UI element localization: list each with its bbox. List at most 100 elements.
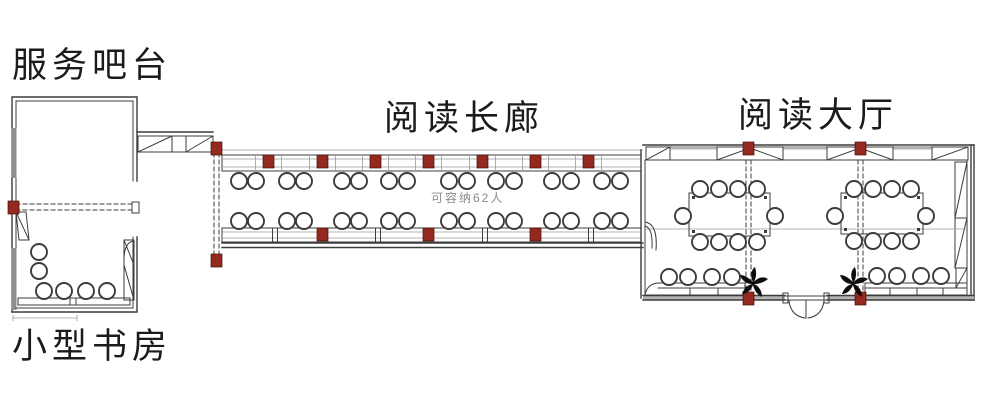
seat-corridor-top-row	[505, 172, 523, 190]
seat-hall-left-table-chairs	[710, 233, 728, 251]
seat-hall-right-bench-seats	[912, 267, 930, 285]
reading-table	[840, 192, 924, 235]
red-marker-hall-bottom-wall	[742, 291, 755, 306]
plants	[740, 267, 868, 297]
seat-hall-right-bench-seats	[888, 267, 906, 285]
seat-corridor-top-row	[458, 172, 476, 190]
red-marker-study-rod-end	[7, 200, 20, 215]
red-marker-corridor-left-column	[210, 141, 223, 156]
red-marker-corridor-top-counter	[529, 154, 542, 169]
seat-corridor-top-row	[398, 172, 416, 190]
red-marker-corridor-top-counter	[422, 154, 435, 169]
seat-corridor-bottom-row	[333, 212, 351, 230]
seat-study-side-seats	[30, 243, 48, 261]
seat-corridor-bottom-row	[295, 212, 313, 230]
seat-hall-right-table-chairs	[845, 232, 863, 250]
label-reading-corridor: 阅读长廊	[384, 99, 545, 138]
seat-corridor-top-row	[295, 172, 313, 190]
label-reading-hall: 阅读大厅	[738, 96, 899, 135]
table-corner-dot	[844, 228, 847, 231]
seat-corridor-top-row	[247, 172, 265, 190]
seat-study-side-seats	[30, 262, 48, 280]
seat-hall-right-table-chairs	[883, 232, 901, 250]
seat-study-bench-seats	[98, 282, 116, 300]
seat-corridor-bottom-row	[505, 212, 523, 230]
seat-corridor-top-row	[380, 172, 398, 190]
seats	[30, 172, 950, 300]
seat-hall-left-table-chairs	[748, 233, 766, 251]
seat-corridor-bottom-row	[247, 212, 265, 230]
seat-corridor-top-row	[611, 172, 629, 190]
seat-hall-left-table-chairs	[691, 180, 709, 198]
seat-hall-left-table-chairs	[710, 180, 728, 198]
seat-corridor-top-row	[543, 172, 561, 190]
red-marker-corridor-top-counter	[316, 154, 329, 169]
seat-hall-left-bench-seats	[660, 268, 678, 286]
seat-corridor-bottom-row	[458, 212, 476, 230]
seat-corridor-top-row	[440, 172, 458, 190]
red-marker-hall-top-wall	[742, 141, 755, 156]
seat-corridor-top-row	[333, 172, 351, 190]
table-corner-dot	[692, 230, 695, 233]
seat-hall-right-table-chairs	[902, 232, 920, 250]
seat-hall-right-bench-seats	[868, 267, 886, 285]
red-marker-corridor-top-counter	[369, 154, 382, 169]
seat-study-bench-seats	[35, 282, 53, 300]
red-marker-corridor-left-column	[210, 253, 223, 268]
label-small-study: 小型书房	[12, 327, 173, 366]
seat-corridor-bottom-row	[562, 212, 580, 230]
label-service-bar: 服务吧台	[12, 46, 173, 85]
seat-corridor-bottom-row	[487, 212, 505, 230]
table-corner-dot	[917, 196, 920, 199]
seat-corridor-top-row	[230, 172, 248, 190]
seat-hall-left-table-chairs	[766, 207, 784, 225]
seat-corridor-bottom-row	[380, 212, 398, 230]
red-marker-corridor-bottom-counter	[422, 227, 435, 242]
red-marker-corridor-bottom-counter	[316, 227, 329, 242]
seat-corridor-bottom-row	[593, 212, 611, 230]
seat-hall-left-bench-seats	[703, 268, 721, 286]
seat-hall-left-bench-seats	[679, 268, 697, 286]
seat-corridor-top-row	[350, 172, 368, 190]
seat-hall-right-table-chairs	[864, 232, 882, 250]
seat-hall-right-table-chairs	[883, 180, 901, 198]
table-corner-dot	[917, 228, 920, 231]
seat-hall-left-table-chairs	[691, 233, 709, 251]
seat-hall-right-table-chairs	[826, 207, 844, 225]
seat-hall-left-bench-seats	[723, 268, 741, 286]
seat-corridor-top-row	[562, 172, 580, 190]
seat-corridor-bottom-row	[230, 212, 248, 230]
table-corner-dot	[692, 196, 695, 199]
reading-tables	[688, 192, 924, 237]
red-marker-corridor-bottom-counter	[529, 227, 542, 242]
seat-corridor-top-row	[593, 172, 611, 190]
red-marker-corridor-top-counter	[582, 154, 595, 169]
table-corner-dot	[844, 196, 847, 199]
seat-hall-right-table-chairs	[845, 180, 863, 198]
seat-corridor-bottom-row	[440, 212, 458, 230]
seat-hall-right-bench-seats	[932, 267, 950, 285]
seat-corridor-top-row	[278, 172, 296, 190]
seat-corridor-bottom-row	[278, 212, 296, 230]
seat-corridor-bottom-row	[398, 212, 416, 230]
capacity-note: 可容纳62人	[431, 191, 505, 205]
seat-study-bench-seats	[77, 282, 95, 300]
seat-hall-right-table-chairs	[917, 207, 935, 225]
table-corner-dot	[764, 230, 767, 233]
seat-corridor-top-row	[487, 172, 505, 190]
seat-hall-left-table-chairs	[729, 180, 747, 198]
red-marker-corridor-top-counter	[262, 154, 275, 169]
seat-hall-left-table-chairs	[674, 207, 692, 225]
seat-hall-right-table-chairs	[902, 180, 920, 198]
seat-corridor-bottom-row	[611, 212, 629, 230]
seat-hall-left-table-chairs	[729, 233, 747, 251]
red-marker-hall-top-wall	[854, 141, 867, 156]
seat-study-bench-seats	[55, 282, 73, 300]
seat-corridor-bottom-row	[543, 212, 561, 230]
table-corner-dot	[764, 196, 767, 199]
reading-table	[688, 192, 771, 237]
seat-hall-left-table-chairs	[748, 180, 766, 198]
red-marker-corridor-top-counter	[476, 154, 489, 169]
